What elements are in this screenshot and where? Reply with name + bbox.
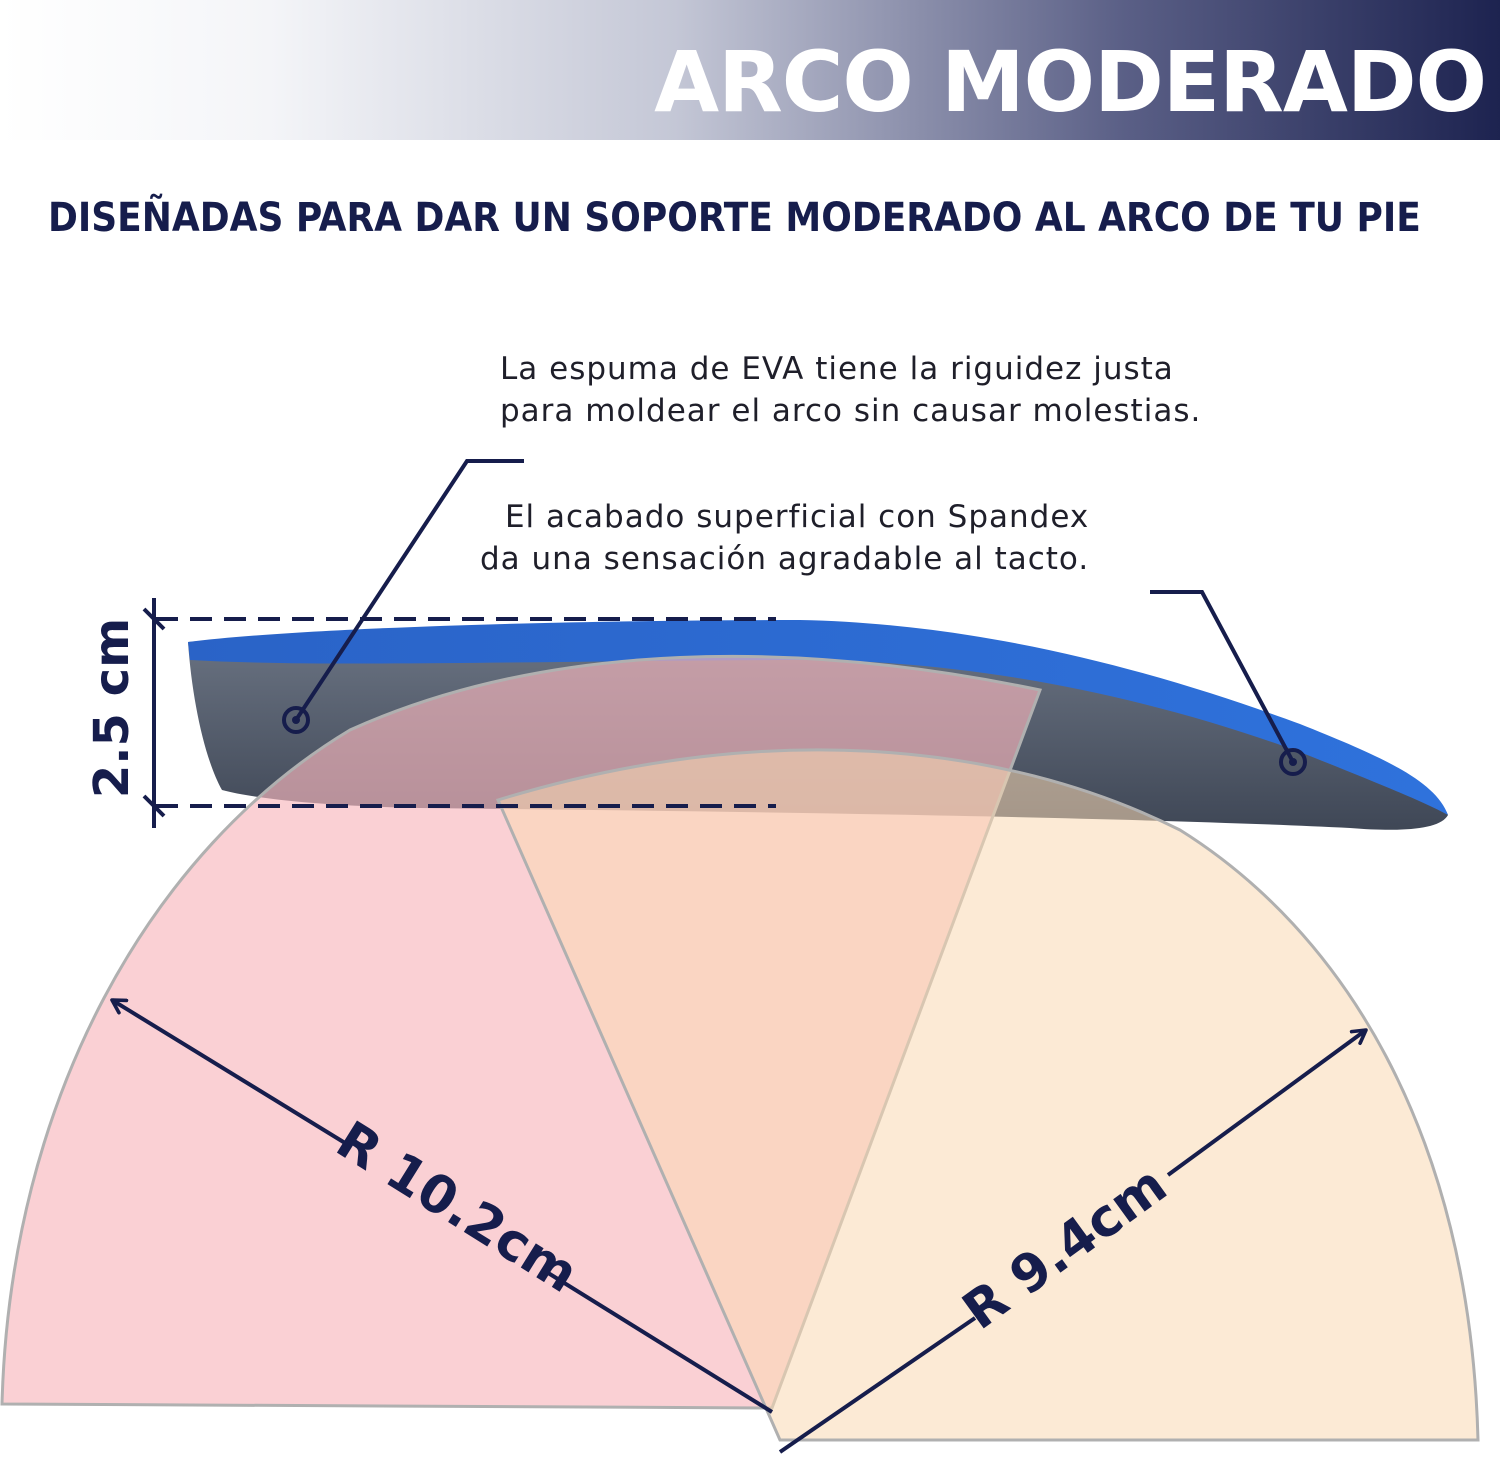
marker-eva-icon (282, 706, 310, 734)
height-dimension (142, 598, 776, 828)
radius-right-line-a (1166, 1028, 1368, 1177)
page-title: ARCO MODERADO (654, 33, 1487, 131)
subtitle: DISEÑADAS PARA DAR UN SOPORTE MODERADO A… (48, 195, 1421, 241)
callout-eva-line1: La espuma de EVA tiene la riguidez justa (500, 351, 1174, 387)
radius-sectors (0, 654, 1480, 1442)
radius-left-dimension (110, 998, 774, 1414)
callout-eva-line2: para moldear el arco sin causar molestia… (500, 393, 1202, 429)
height-dim-tick-bottom (142, 794, 166, 818)
marker-spandex-dot (1289, 758, 1297, 766)
radius-right-line-b (778, 1316, 977, 1454)
radius-right-dimension (778, 1028, 1368, 1454)
callout-leaders (294, 459, 1295, 763)
marker-spandex-icon (1279, 748, 1307, 776)
callout-spandex-line2: da una sensación agradable al tacto. (480, 541, 1090, 577)
leader-eva (294, 459, 524, 722)
leader-spandex (1150, 590, 1295, 763)
radius-left-line-b (543, 1269, 774, 1414)
height-label: 2.5 cm (84, 618, 140, 798)
height-dim-tick-top (142, 607, 166, 631)
sector-right (495, 748, 1480, 1442)
callout-markers (282, 706, 1307, 776)
callout-eva: La espuma de EVA tiene la riguidez justa… (500, 348, 1201, 432)
marker-eva-dot (292, 716, 300, 724)
callout-spandex-line1: El acabado superficial con Spandex (504, 499, 1090, 535)
header-banner: ARCO MODERADO (0, 0, 1500, 140)
radius-left-line-a (110, 998, 347, 1145)
callout-spandex: El acabado superficial con Spandex da un… (480, 496, 1089, 580)
